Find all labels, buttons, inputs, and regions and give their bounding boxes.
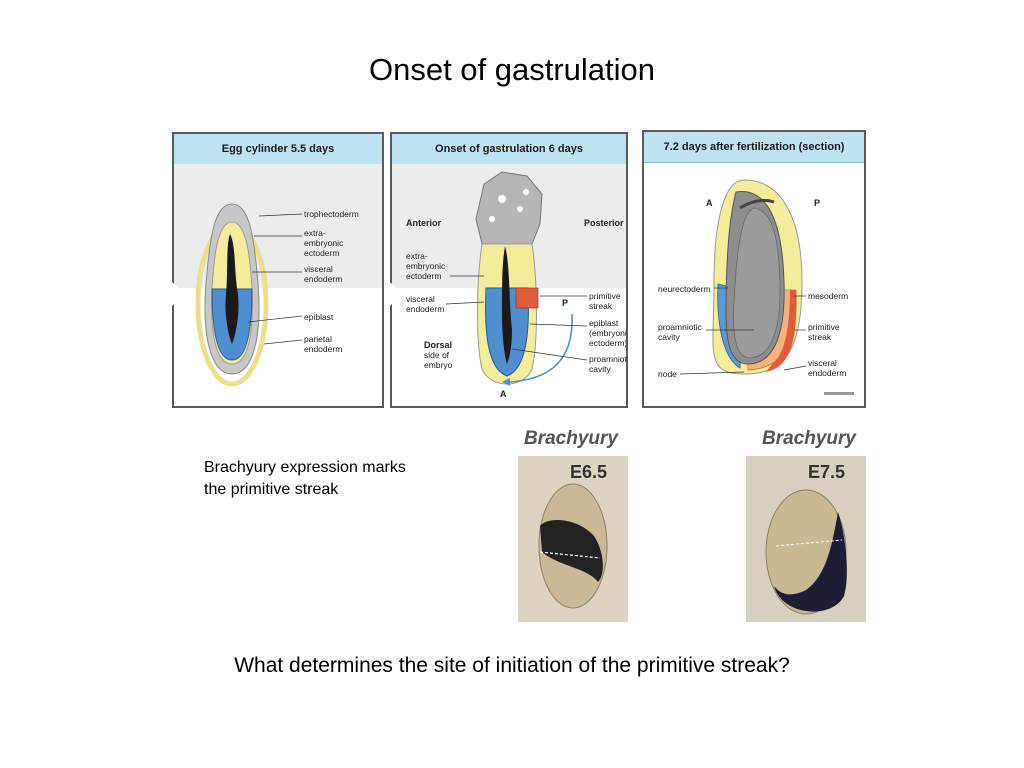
label-ectoderm: ectoderm) xyxy=(589,338,627,348)
photo-gene-label: Brachyury xyxy=(762,428,856,449)
label-extraembryonic-1: extra- xyxy=(406,251,428,261)
label-anterior: Anterior xyxy=(406,218,442,228)
label-streak: streak xyxy=(808,332,832,342)
label-posterior: Posterior xyxy=(584,218,624,228)
photo-stage-label: E7.5 xyxy=(808,462,846,482)
panel-header: Onset of gastrulation 6 days xyxy=(392,134,626,165)
panel-header: Egg cylinder 5.5 days xyxy=(174,134,382,165)
label-primitive: primitive xyxy=(808,322,840,332)
label-extraembryonic-2: embryonic xyxy=(406,261,446,271)
label-parietal-1: parietal xyxy=(304,334,332,344)
label-epiblast: epiblast xyxy=(589,318,619,328)
caption-line-2: the primitive streak xyxy=(204,481,339,498)
photo-gene-label: Brachyury xyxy=(524,428,618,449)
label-proamniotic: proamnioti xyxy=(589,354,628,364)
arrow-right-icon xyxy=(390,282,402,306)
label-a: A xyxy=(500,389,507,399)
caption-line-1: Brachyury expression marks xyxy=(204,459,406,476)
label-p: P xyxy=(814,198,820,208)
label-embryonic: (embryoni xyxy=(589,328,627,338)
label-endoderm: endoderm xyxy=(808,368,846,378)
photo-stage-label: E6.5 xyxy=(570,462,608,482)
embryo-photo-drawing xyxy=(518,456,628,622)
diagram-onset-gastrulation: Onset of gastrulation 6 days Anterior Po… xyxy=(390,132,628,408)
label-trophectoderm: trophectoderm xyxy=(304,209,359,219)
label-embryo: embryo xyxy=(424,360,453,370)
label-extraembryonic-3: ectoderm xyxy=(304,248,339,258)
label-proamniotic: proamniotic xyxy=(658,322,703,332)
caption: Brachyury expression marks the primitive… xyxy=(204,457,474,501)
label-streak: streak xyxy=(589,301,613,311)
label-parietal-2: endoderm xyxy=(304,344,342,354)
label-visceral: visceral xyxy=(808,358,837,368)
embryo-photo-e7-5: E7.5 xyxy=(746,456,866,622)
slide-title: Onset of gastrulation xyxy=(368,52,656,87)
section-illustration: A P neurectoderm mesoderm proamniotic ca… xyxy=(658,179,854,395)
label-cavity: cavity xyxy=(658,332,680,342)
label-mesoderm: mesoderm xyxy=(808,291,848,301)
label-visceral-1: visceral xyxy=(304,264,333,274)
label-extraembryonic-1: extra- xyxy=(304,228,326,238)
label-side-of: side of xyxy=(424,350,450,360)
slide-question: What determines the site of initiation o… xyxy=(234,654,790,677)
embryo-photo-e6-5: E6.5 xyxy=(518,456,628,622)
label-dorsal: Dorsal xyxy=(424,340,452,350)
label-cavity: cavity xyxy=(589,364,611,374)
label-extraembryonic-2: embryonic xyxy=(304,238,344,248)
label-neurectoderm: neurectoderm xyxy=(658,284,710,294)
label-visceral-2: endoderm xyxy=(304,274,342,284)
label-primitive: primitive xyxy=(589,291,621,301)
label-a: A xyxy=(706,198,713,208)
diagram-7-2-days-section: 7.2 days after fertilization (section) A… xyxy=(642,130,866,408)
label-visceral-1: visceral xyxy=(406,294,435,304)
diagram-egg-cylinder: Egg cylinder 5.5 days trophectoderm extr… xyxy=(172,132,384,408)
label-visceral-2: endoderm xyxy=(406,304,444,314)
label-extraembryonic-3: ectoderm xyxy=(406,271,441,281)
label-p: P xyxy=(562,298,568,308)
arrow-right-icon xyxy=(172,282,184,306)
egg-cylinder-illustration: trophectoderm extra- embryonic ectoderm … xyxy=(174,164,382,387)
gastrulation-illustration: Anterior Posterior extra- embryonic ecto… xyxy=(392,164,628,399)
panel-header: 7.2 days after fertilization (section) xyxy=(644,132,864,163)
label-epiblast: epiblast xyxy=(304,312,334,322)
embryo-photo-drawing xyxy=(746,456,866,622)
label-node: node xyxy=(658,369,677,379)
